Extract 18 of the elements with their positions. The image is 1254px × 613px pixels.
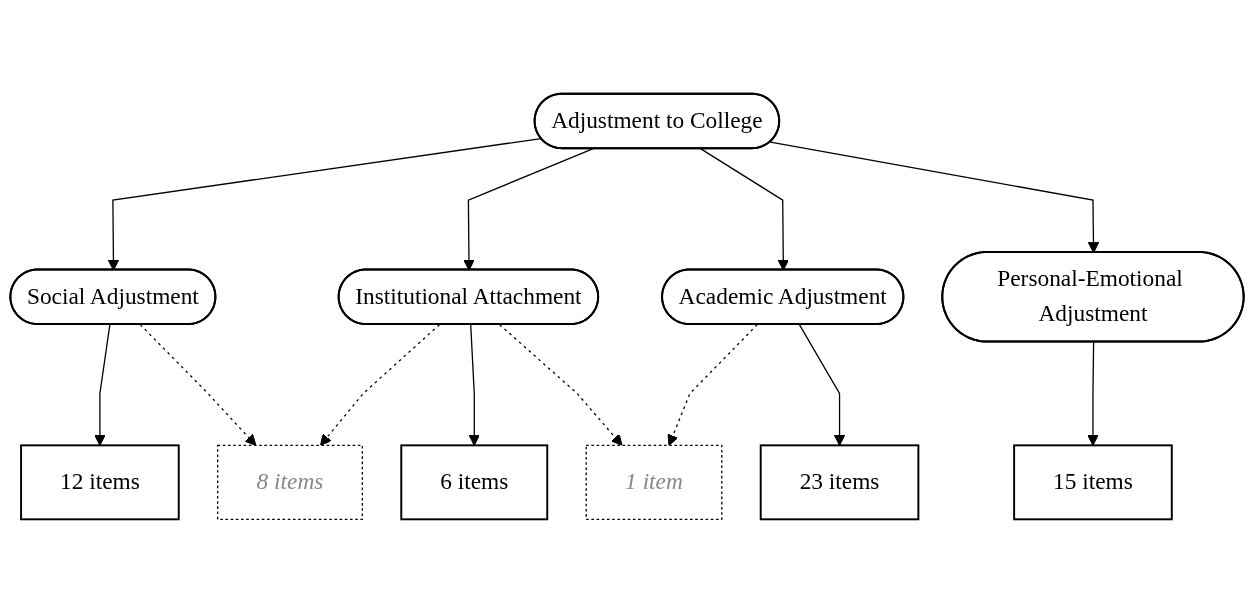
node-box: 15 items <box>1013 444 1173 521</box>
arrow <box>667 324 758 446</box>
arrow <box>499 324 623 446</box>
arrow <box>1087 341 1099 446</box>
arrow <box>139 324 257 446</box>
arrow <box>769 141 1100 254</box>
node-box: 6 items <box>400 444 549 521</box>
node-box: 1 item <box>585 444 723 520</box>
arrow <box>700 148 789 271</box>
arrow <box>94 324 111 446</box>
node-box: 12 items <box>20 444 180 521</box>
node-box: 8 items <box>217 444 363 520</box>
node-box: 23 items <box>759 444 920 521</box>
arrow <box>463 148 594 271</box>
arrow <box>468 324 480 446</box>
arrow <box>107 137 542 271</box>
arrow <box>320 324 441 446</box>
arrow <box>798 324 846 446</box>
